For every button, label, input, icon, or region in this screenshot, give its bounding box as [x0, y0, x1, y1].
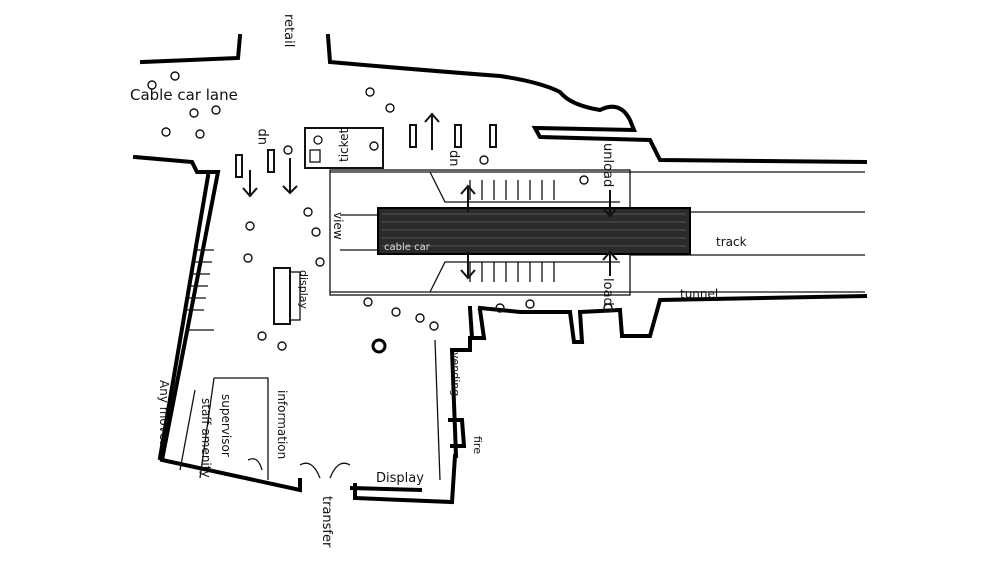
label-unload: unload	[600, 143, 615, 187]
display-kiosk	[273, 267, 301, 325]
label-cable-car: cable car	[384, 242, 431, 253]
label-ticket: ticket	[337, 128, 351, 162]
label-retail: retail	[281, 14, 296, 47]
label-any-moves: Any moves	[157, 380, 171, 447]
label-track: track	[716, 235, 747, 249]
outer-walls	[132, 33, 868, 505]
label-staff-amenity: staff amenity	[199, 398, 213, 478]
label-view: view	[331, 212, 345, 240]
label-information: information	[275, 390, 289, 459]
people-scribbles	[147, 71, 613, 351]
label-display: Display	[376, 471, 424, 486]
label-vending: vending	[449, 352, 462, 396]
cable-car	[377, 207, 691, 255]
label-transfer: transfer	[319, 496, 334, 548]
ticket-booth	[304, 127, 384, 169]
label-fire: fire	[471, 436, 484, 454]
office-rooms	[179, 329, 441, 481]
label-load: load	[600, 278, 615, 306]
direction-arrows	[242, 112, 618, 280]
label-tunnel: tunnel	[680, 287, 718, 301]
label-supervisor: supervisor	[219, 394, 233, 457]
left-stair	[186, 249, 214, 311]
turnstiles	[235, 124, 497, 178]
label-display-vertical: display	[297, 270, 310, 310]
column	[371, 338, 387, 354]
label-cable-car-lane: Cable car lane	[130, 86, 238, 104]
label-dn: dn	[446, 150, 461, 167]
label-up: up	[255, 129, 270, 146]
